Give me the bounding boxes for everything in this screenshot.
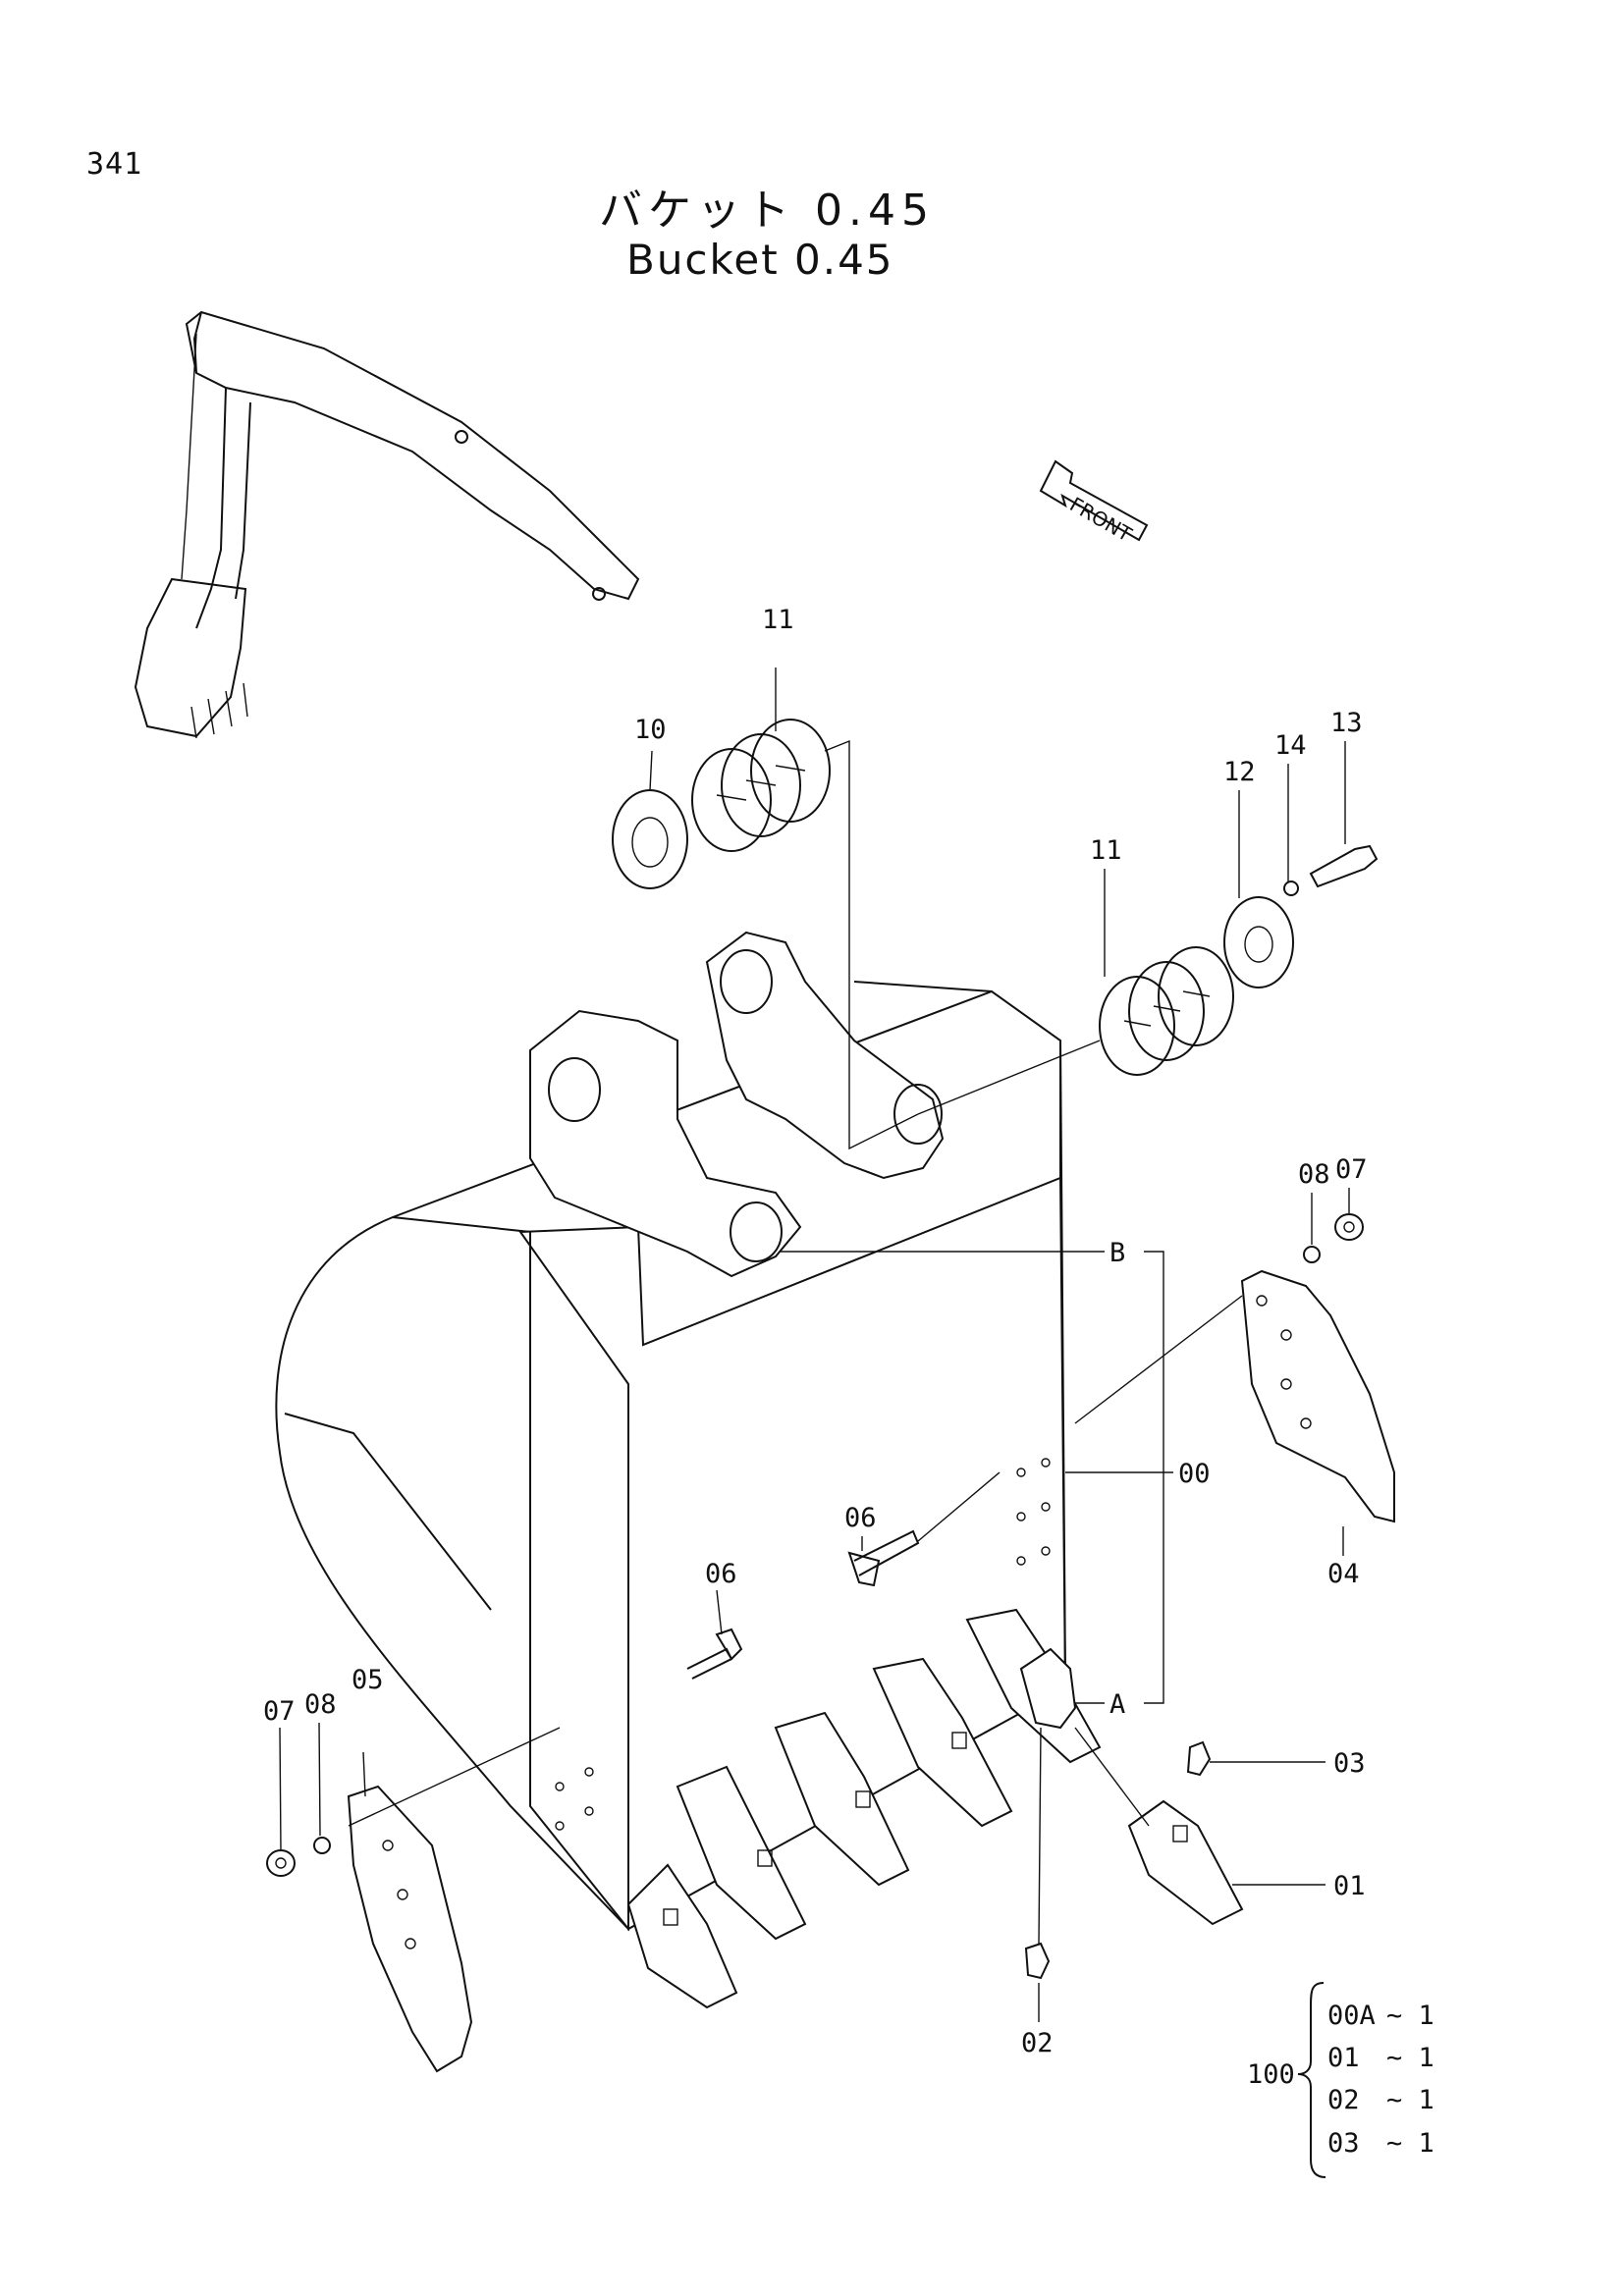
callout-A: A — [1109, 1689, 1125, 1720]
callout-08-left: 08 — [304, 1689, 337, 1720]
kit-item-part: 02 — [1327, 2085, 1360, 2115]
lock-pin-03 — [1186, 1740, 1212, 1777]
kit-item-part: 03 — [1327, 2128, 1360, 2159]
kit-item-qty: ~ 1 — [1386, 2085, 1434, 2115]
washer-08-left — [313, 1837, 331, 1854]
callout-05: 05 — [352, 1665, 384, 1695]
title-japanese: バケット 0.45 — [599, 186, 935, 236]
shim-set-11-upper — [691, 719, 831, 852]
callout-13: 13 — [1330, 708, 1363, 738]
bolt-06-lower — [686, 1628, 743, 1680]
kit-item-qty: ~ 1 — [1386, 2128, 1434, 2159]
kit-bracket — [1297, 1982, 1326, 2178]
kit-item-qty: ~ 1 — [1386, 2001, 1434, 2031]
callout-07-right: 07 — [1335, 1154, 1368, 1185]
teeth-row — [626, 1608, 1102, 2009]
tooth-01 — [1127, 1799, 1244, 1926]
title-english: Bucket 0.45 — [626, 236, 894, 284]
callout-07-left: 07 — [263, 1696, 296, 1727]
callout-14: 14 — [1274, 730, 1307, 761]
side-cutter-04 — [1240, 1269, 1395, 1523]
callout-01: 01 — [1333, 1871, 1366, 1901]
callout-08-right: 08 — [1298, 1159, 1330, 1190]
callout-02: 02 — [1021, 2028, 1054, 2058]
callout-00: 00 — [1178, 1459, 1211, 1489]
washer-08-right — [1303, 1246, 1321, 1263]
callout-11-upper: 11 — [762, 605, 794, 635]
washer-10 — [612, 789, 688, 889]
adapter — [1019, 1647, 1077, 1730]
callout-04: 04 — [1327, 1559, 1360, 1589]
leader-lines — [279, 667, 1350, 2022]
callout-06-upper: 06 — [844, 1503, 877, 1533]
nut-07-right — [1334, 1213, 1364, 1241]
washer-14 — [1283, 881, 1299, 896]
callout-12: 12 — [1223, 757, 1256, 787]
callout-06-lower: 06 — [705, 1559, 737, 1589]
bolt-06-upper — [847, 1529, 920, 1587]
callout-B: B — [1109, 1238, 1125, 1268]
kit-label: 100 — [1247, 2059, 1295, 2090]
page-number: 341 — [86, 147, 143, 182]
bolt-13 — [1309, 844, 1379, 888]
callout-10: 10 — [634, 715, 667, 745]
plate-12 — [1223, 896, 1294, 988]
lock-pin-02 — [1024, 1942, 1051, 1980]
kit-item-part: 00A — [1327, 2001, 1376, 2031]
side-cutter-05 — [347, 1785, 473, 2073]
tooth-slot — [1172, 1825, 1188, 1842]
front-arrow-icon: FRONT — [1039, 459, 1149, 547]
shim-set-11-lower — [1099, 946, 1234, 1076]
nut-07-left — [266, 1849, 296, 1877]
excavator-arm-thumbnail — [134, 310, 640, 739]
kit-item-part: 01 — [1327, 2043, 1360, 2073]
callout-03: 03 — [1333, 1748, 1366, 1779]
callout-11-lower: 11 — [1090, 835, 1122, 866]
kit-item-qty: ~ 1 — [1386, 2043, 1434, 2073]
